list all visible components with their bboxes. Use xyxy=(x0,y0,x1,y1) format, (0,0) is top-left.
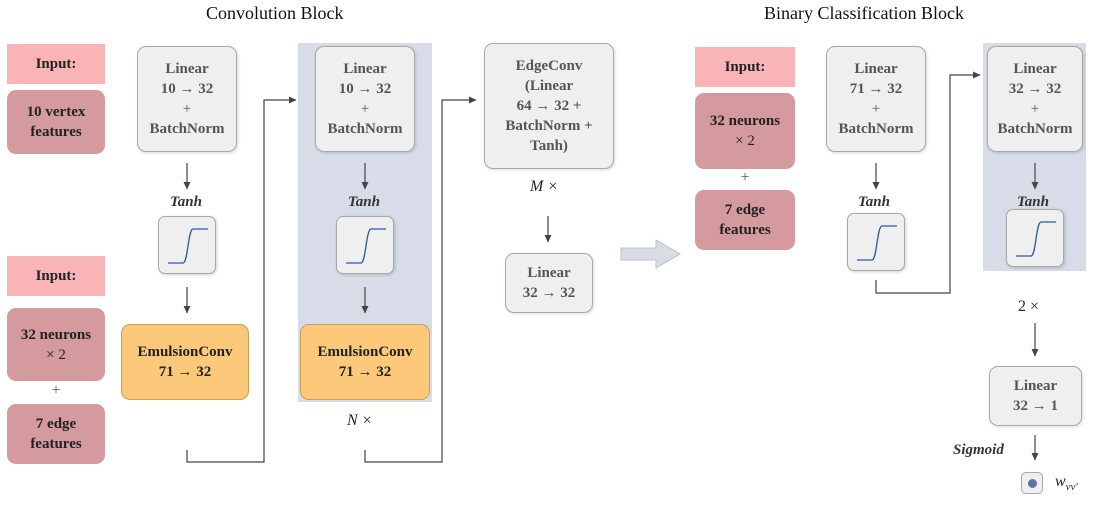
cls-tanh-activation-a xyxy=(847,213,905,271)
emulsionconv-layer-a: EmulsionConv 71 → 32 xyxy=(121,324,249,400)
wire-block2-to-edgeconv xyxy=(364,96,477,463)
edge-input-header: Input: xyxy=(7,256,105,296)
cls-input-edge-features: 7 edge features xyxy=(695,190,795,250)
vertex-input-features: 10 vertex features xyxy=(7,90,105,154)
edge-input-plus: + xyxy=(51,382,61,399)
block-transition-arrow xyxy=(620,239,681,269)
edge-input-features: 7 edge features xyxy=(7,404,105,464)
cls-linear-layer-b: Linear 32 → 32 + BatchNorm xyxy=(987,46,1083,152)
output-weight-label: wvv′ xyxy=(1055,473,1078,494)
cls-input-plus: + xyxy=(740,169,750,186)
wire-block1-to-block2 xyxy=(186,96,297,463)
cls-tanh-label-a: Tanh xyxy=(858,194,890,210)
cls-input-neurons: 32 neurons × 2 xyxy=(695,93,795,169)
linear-layer-a: Linear 10 → 32 + BatchNorm xyxy=(137,46,237,152)
tanh-activation-a xyxy=(158,216,216,274)
tanh-label-a: Tanh xyxy=(170,194,202,210)
tanh-label-b: Tanh xyxy=(348,194,380,210)
cls-input-header: Input: xyxy=(695,47,795,87)
vertex-input-header: Input: xyxy=(7,44,105,84)
cls-linear-output: Linear 32 → 1 xyxy=(989,366,1082,426)
linear-layer-c: Linear 32 → 32 xyxy=(505,253,593,313)
cls-linear-layer-a: Linear 71 → 32 + BatchNorm xyxy=(826,46,926,152)
emulsionconv-layer-b: EmulsionConv 71 → 32 xyxy=(300,324,430,400)
cls-repeat-label: 2 × xyxy=(1018,298,1040,315)
title-classification: Binary Classification Block xyxy=(764,3,964,23)
edgeconv-repeat-label: M × xyxy=(530,178,559,195)
sigmoid-label: Sigmoid xyxy=(953,442,1004,458)
edge-input-neurons: 32 neurons × 2 xyxy=(7,308,105,381)
wire-cls-block1-to-block2 xyxy=(875,71,981,294)
output-node-icon xyxy=(1021,472,1043,494)
title-convolution: Convolution Block xyxy=(206,3,344,23)
tanh-activation-b xyxy=(336,216,394,274)
linear-layer-b: Linear 10 → 32 + BatchNorm xyxy=(315,46,415,152)
cls-tanh-activation-b xyxy=(1006,209,1064,267)
edgeconv-layer: EdgeConv (Linear 64 → 32 + BatchNorm + T… xyxy=(484,43,614,169)
cls-tanh-label-b: Tanh xyxy=(1017,194,1049,210)
conv-repeat-label: N × xyxy=(347,412,373,429)
